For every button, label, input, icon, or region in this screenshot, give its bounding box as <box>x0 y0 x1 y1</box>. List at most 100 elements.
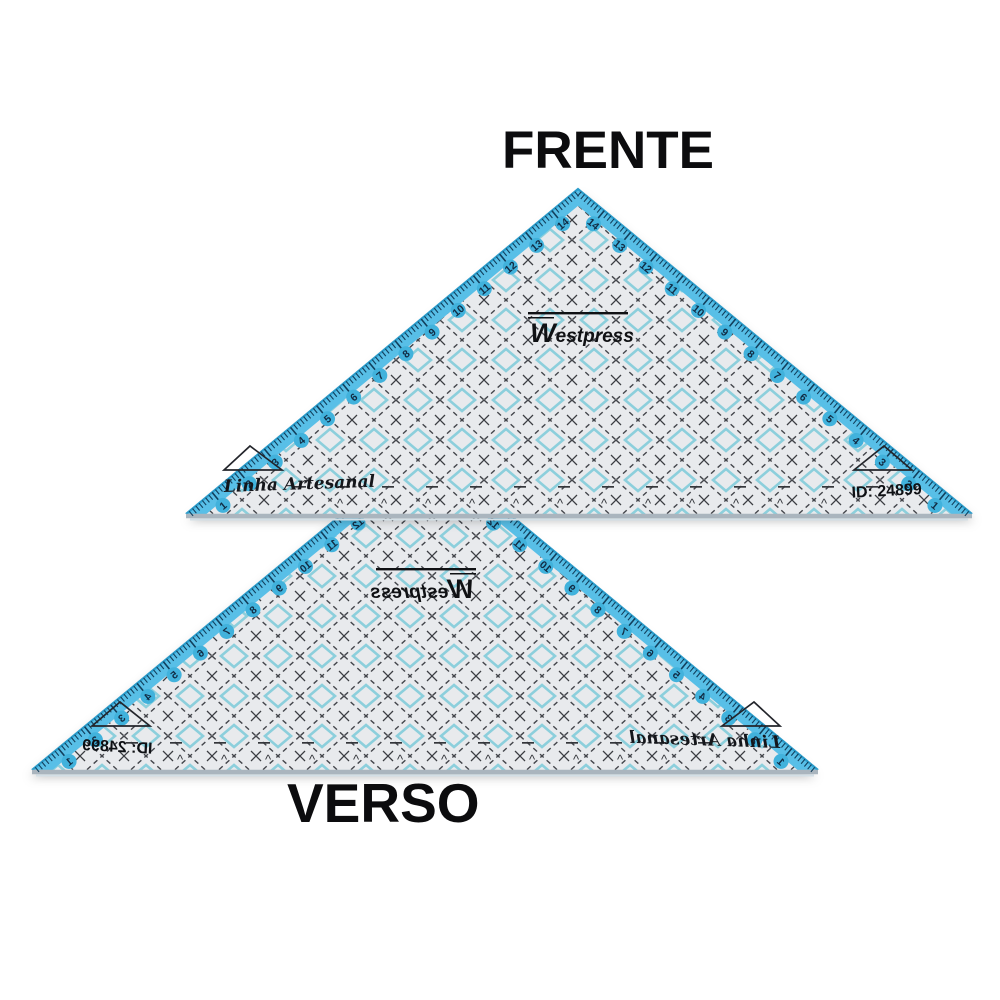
caret-mark: ^ <box>337 496 344 511</box>
dash-mark <box>514 486 526 488</box>
caret-mark: ^ <box>528 752 535 767</box>
caret-mark: ^ <box>352 752 359 767</box>
caret-mark: ^ <box>572 752 579 767</box>
id-text: ID: 24899 <box>82 737 153 758</box>
edge-number-badge <box>450 302 466 318</box>
dash-mark <box>126 742 138 744</box>
edge-number-badge <box>245 602 261 618</box>
caret-mark: ^ <box>484 752 491 767</box>
dash-mark <box>346 742 358 744</box>
edge-number-badge <box>773 753 789 769</box>
edge-number-badge <box>293 432 309 448</box>
caret-mark: ^ <box>396 752 403 767</box>
dash-mark <box>434 742 446 744</box>
caret-mark: ^ <box>176 752 183 767</box>
edge-ticks <box>577 191 970 517</box>
caret-mark: ^ <box>308 752 315 767</box>
edge-number-badge <box>874 454 890 470</box>
corner-triangle-icon <box>851 444 915 471</box>
edge-number-badge <box>538 558 554 574</box>
edge-number-badge <box>642 645 658 661</box>
dash-mark <box>866 486 878 488</box>
edge-number-badge <box>114 710 130 726</box>
dash-mark <box>390 742 402 744</box>
edge-number-badge <box>668 667 684 683</box>
dash-mark <box>654 742 666 744</box>
edge-number-badge <box>691 302 707 318</box>
edge-number-badge <box>297 558 313 574</box>
edge-number-badge <box>638 259 654 275</box>
edge-number-badge <box>215 497 231 513</box>
caret-mark: ^ <box>616 752 623 767</box>
edge-number-badge <box>398 346 414 362</box>
edge-number-badge <box>320 411 336 427</box>
caret-mark: ^ <box>381 496 388 511</box>
edge-number-badge <box>796 389 812 405</box>
back-side-label: VERSO <box>287 772 480 834</box>
edge-number-badge <box>743 346 759 362</box>
ruler-grid <box>186 189 972 514</box>
dash-mark <box>734 486 746 488</box>
edge-number-badge <box>664 281 680 297</box>
caret-mark: ^ <box>513 496 520 511</box>
caret-mark: ^ <box>601 496 608 511</box>
caret-mark: ^ <box>425 496 432 511</box>
edge-number-badge <box>324 537 340 553</box>
brand-logo: Westpress <box>370 568 476 604</box>
edge-number-badge <box>564 580 580 596</box>
caret-mark: ^ <box>660 752 667 767</box>
corner-triangle-icon <box>719 700 783 727</box>
edge-number-badge <box>927 497 943 513</box>
logo-rule <box>376 568 476 571</box>
dash-mark <box>558 486 570 488</box>
dash-mark <box>258 742 270 744</box>
dash-mark <box>302 742 314 744</box>
edge-number-badge <box>267 454 283 470</box>
caret-mark: ^ <box>220 752 227 767</box>
dash-mark <box>478 742 490 744</box>
dash-mark <box>610 742 622 744</box>
edge-number-badge <box>241 476 257 492</box>
edge-number-badge <box>502 259 518 275</box>
caret-mark: ^ <box>821 496 828 511</box>
dash-mark <box>690 486 702 488</box>
caret-mark: ^ <box>645 496 652 511</box>
id-text: ID: 24899 <box>851 481 922 502</box>
corner-triangle-icon <box>221 444 285 471</box>
caret-mark: ^ <box>777 496 784 511</box>
edge-number-badge <box>372 367 388 383</box>
caret-mark: ^ <box>689 496 696 511</box>
ruler-back: 12345678910111213141234567891011121314^^… <box>31 443 819 777</box>
caret-mark: ^ <box>733 496 740 511</box>
logo-rule <box>528 312 628 315</box>
edge-number-badge <box>529 237 545 253</box>
dash-mark <box>170 742 182 744</box>
dash-mark <box>338 486 350 488</box>
edge-number-badge <box>192 645 208 661</box>
dash-mark <box>566 742 578 744</box>
edge-number-badge <box>616 623 632 639</box>
front-side-label: FRENTE <box>502 121 714 180</box>
edge-number-badge <box>512 537 528 553</box>
edge-number-badge <box>585 216 601 232</box>
edge-number-badge <box>219 623 235 639</box>
caret-mark: ^ <box>440 752 447 767</box>
dash-mark <box>470 486 482 488</box>
edge-number-badge <box>590 602 606 618</box>
brand-name: Westpress <box>370 574 474 604</box>
edge-number-badge <box>87 732 103 748</box>
dash-mark <box>382 486 394 488</box>
dash-mark <box>778 486 790 488</box>
edge-number-badge <box>271 580 287 596</box>
edge-number-badge <box>424 324 440 340</box>
edge-number-badge <box>848 432 864 448</box>
edge-number-badge <box>901 476 917 492</box>
dash-mark <box>602 486 614 488</box>
dash-mark <box>294 486 306 488</box>
caret-mark: ^ <box>557 496 564 511</box>
edge-number-badge <box>612 237 628 253</box>
corner-triangle-icon <box>89 700 153 727</box>
logo-rule-small <box>450 573 476 575</box>
edge-number-badge <box>476 281 492 297</box>
